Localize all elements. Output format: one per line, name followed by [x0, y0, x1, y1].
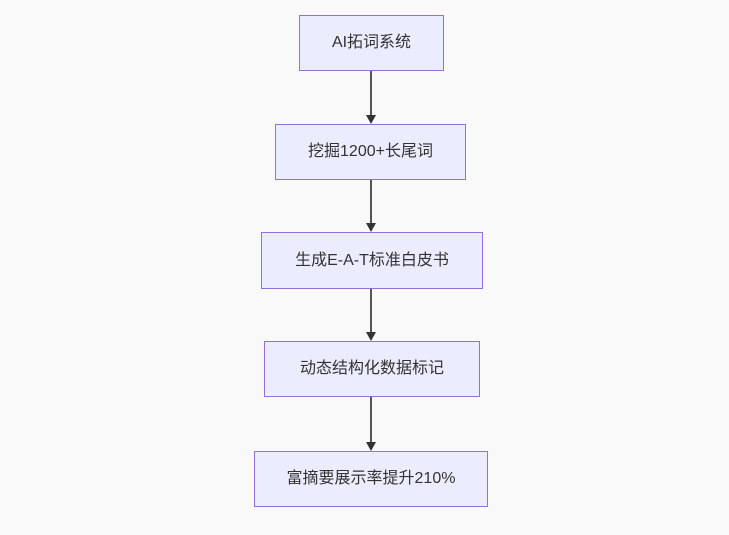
flowchart-node-longtail-mining: 挖掘1200+长尾词	[275, 124, 466, 180]
edge-line	[370, 397, 372, 443]
flowchart-node-structured-data-markup: 动态结构化数据标记	[264, 341, 480, 397]
flowchart-node-rich-snippet-uplift: 富摘要展示率提升210%	[254, 451, 488, 507]
edge-line	[370, 289, 372, 333]
node-label: 生成E-A-T标准白皮书	[295, 251, 449, 269]
arrowhead-down-icon	[366, 332, 376, 341]
arrowhead-down-icon	[366, 442, 376, 451]
edge-line	[370, 71, 372, 116]
flowchart-node-eat-whitepaper: 生成E-A-T标准白皮书	[261, 232, 483, 289]
node-label: 挖掘1200+长尾词	[308, 143, 433, 161]
node-label: 富摘要展示率提升210%	[286, 470, 456, 488]
flowchart-node-ai-word-expansion: AI拓词系统	[299, 15, 444, 71]
flow-arrow-2	[366, 180, 376, 232]
node-label: 动态结构化数据标记	[299, 360, 444, 378]
edge-line	[370, 180, 372, 224]
arrowhead-down-icon	[366, 223, 376, 232]
flow-arrow-3	[366, 289, 376, 341]
flow-arrow-1	[366, 71, 376, 124]
flow-arrow-4	[366, 397, 376, 451]
arrowhead-down-icon	[366, 115, 376, 124]
node-label: AI拓词系统	[331, 34, 412, 52]
